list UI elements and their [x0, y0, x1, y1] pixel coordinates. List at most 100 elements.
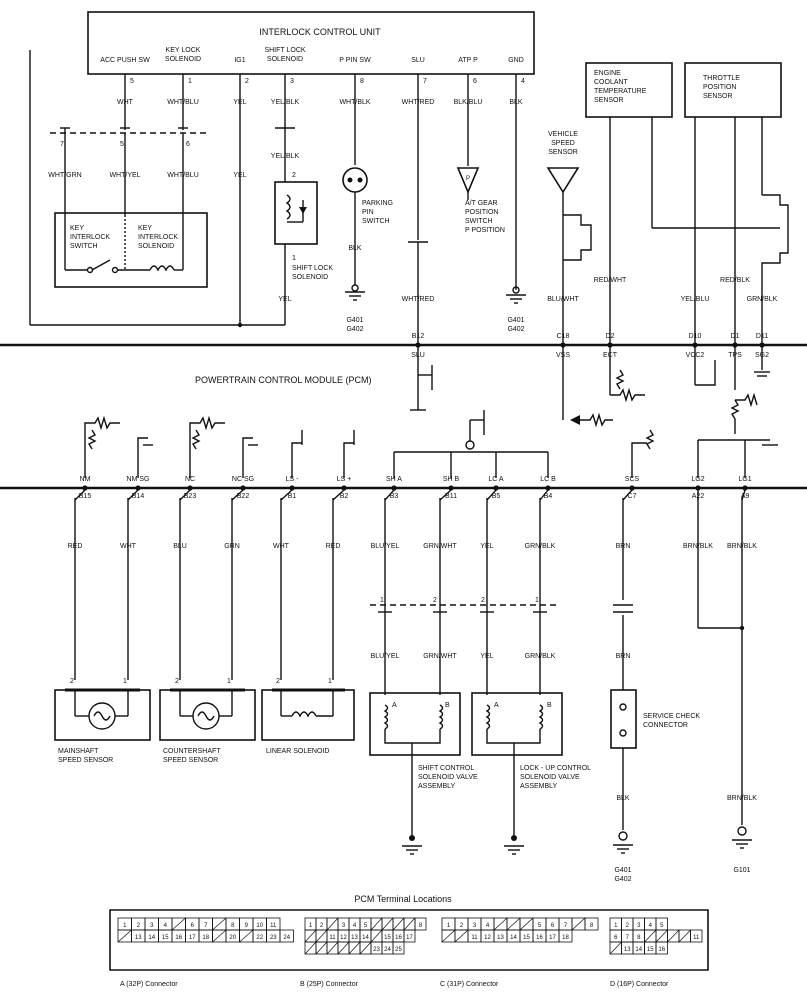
connector-pin: 4: [649, 923, 653, 929]
lockup-control-valve: [471, 692, 563, 855]
pin-number: 1: [123, 678, 127, 685]
connector-pin: 5: [538, 923, 542, 929]
lower-wire-color: GRN/BLK: [525, 653, 556, 660]
connector-pin: 3: [342, 923, 346, 929]
pcm-terminal-dot: [135, 485, 141, 491]
connector-pin: 11: [471, 935, 478, 941]
tps-label: THROTTLE: [703, 75, 740, 82]
key-wire-color: WHT/YEL: [109, 172, 140, 179]
ground-label: G402: [614, 876, 631, 883]
connector-pin: 7: [564, 923, 568, 929]
terminal-locations-title: PCM Terminal Locations: [354, 894, 452, 904]
connector-pin: 3: [473, 923, 477, 929]
pcm-terminal-code: C18: [557, 333, 570, 340]
tps-wire-color: RED/BLK: [720, 277, 750, 284]
ect-label: COOLANT: [594, 79, 629, 86]
connector-pin: 13: [351, 935, 358, 941]
connector-blank-slash: [493, 917, 508, 931]
connector-cell: [414, 917, 427, 931]
shift-lock-pin: 1: [292, 255, 296, 262]
key-interlock-solenoid-label: KEY: [138, 225, 152, 232]
terminal-lead: [127, 489, 139, 501]
terminal-lead: [74, 489, 86, 501]
pcm-terminal-name: LG1: [738, 476, 751, 483]
icu-pin-label: SLU: [411, 57, 425, 64]
shift-lock-bottom-wire: YEL: [278, 296, 291, 303]
terminal-locations-box: [109, 909, 709, 971]
connector-pin: 11: [270, 923, 277, 929]
connector-pin: 2: [460, 923, 464, 929]
shift-lock-wire-color: YEL/BLK: [271, 153, 300, 160]
connector-blank-slash: [326, 941, 339, 955]
connector-pin: 2: [137, 923, 141, 929]
ig1-wire-color: YEL: [233, 172, 246, 179]
connector-blank-slash: [117, 929, 132, 943]
ground-label: G401: [346, 317, 363, 324]
connector-pin: 1: [614, 923, 618, 929]
connector-pin: 24: [384, 947, 391, 953]
connector-pin: 2: [320, 923, 324, 929]
vss-wire-color: BLU/WHT: [547, 296, 579, 303]
mainshaft-label: SPEED SENSOR: [58, 757, 113, 764]
lockup-valve-label: ASSEMBLY: [520, 783, 558, 790]
pcm-terminal-code: B2: [340, 493, 349, 500]
pcm-terminal-name: SCS: [625, 476, 640, 483]
pcm-terminal-dot: [240, 485, 246, 491]
ect-label: TEMPERATURE: [594, 88, 647, 95]
connector-pin: 4: [164, 923, 168, 929]
connector-pin: 7: [204, 923, 208, 929]
key-switch-symbol: [64, 215, 184, 274]
tps-wire-color: GRN/BLK: [747, 296, 778, 303]
ground-label: G402: [507, 326, 524, 333]
ect-label: SENSOR: [594, 97, 624, 104]
terminal-lead: [231, 489, 244, 501]
pin-number: A: [392, 702, 397, 709]
connector-pin: 14: [362, 935, 369, 941]
atp-label: P POSITION: [465, 227, 505, 234]
icu-pin-number: 2: [245, 78, 249, 85]
connector-pin: 6: [191, 923, 195, 929]
icu-wires: [124, 74, 517, 325]
connector-blank-slash: [359, 941, 372, 955]
icu-pin-number: 3: [290, 78, 294, 85]
connector-pin: 1: [123, 923, 127, 929]
pcm-terminal-code: B23: [184, 493, 197, 500]
connector-pin: 16: [395, 935, 402, 941]
countershaft-sensor: [159, 688, 256, 741]
pin-number: 2: [276, 678, 280, 685]
connector-pin: 17: [406, 935, 413, 941]
connector-blank-slash: [441, 929, 456, 943]
countershaft-label: COUNTERSHAFT: [163, 748, 221, 755]
connector-blank-slash: [239, 929, 254, 943]
connector-pin: 8: [637, 935, 641, 941]
connector-blank-slash: [571, 917, 586, 931]
terminal-lead: [622, 489, 633, 501]
connector-pin: 15: [384, 935, 391, 941]
g101-ground: [732, 826, 752, 849]
pcm-terminal-code: B3: [390, 493, 399, 500]
connector-d-label: D (16P) Connector: [610, 981, 669, 988]
icu-pin-label: SOLENOID: [165, 56, 201, 63]
terminal-lead: [332, 489, 345, 501]
pcm-terminal-name: LC A: [488, 476, 504, 483]
interlock-control-unit-box: [87, 11, 535, 75]
shift-lock-pin: 2: [292, 172, 296, 179]
connector-blank-slash: [392, 917, 405, 931]
icu-pin-label: GND: [508, 57, 524, 64]
key-interlock-switch-label: SWITCH: [70, 243, 98, 250]
icu-pin-number: 7: [423, 78, 427, 85]
pin-number: 1: [227, 678, 231, 685]
shift-lock-solenoid-box: [274, 181, 318, 245]
key-interlock-switch-label: KEY: [70, 225, 84, 232]
connector-pin: 10: [256, 923, 263, 929]
connector-pin: 6: [614, 935, 618, 941]
connector-pin: 5: [364, 923, 368, 929]
pcm-terminal-code: B12: [412, 333, 425, 340]
key-pin-number: 5: [120, 141, 124, 148]
pcm-terminal-code: C7: [628, 493, 637, 500]
icu-title: INTERLOCK CONTROL UNIT: [259, 27, 381, 37]
connector-blank-slash: [370, 917, 383, 931]
connector-cell: [392, 941, 405, 955]
countershaft-label: SPEED SENSOR: [163, 757, 218, 764]
